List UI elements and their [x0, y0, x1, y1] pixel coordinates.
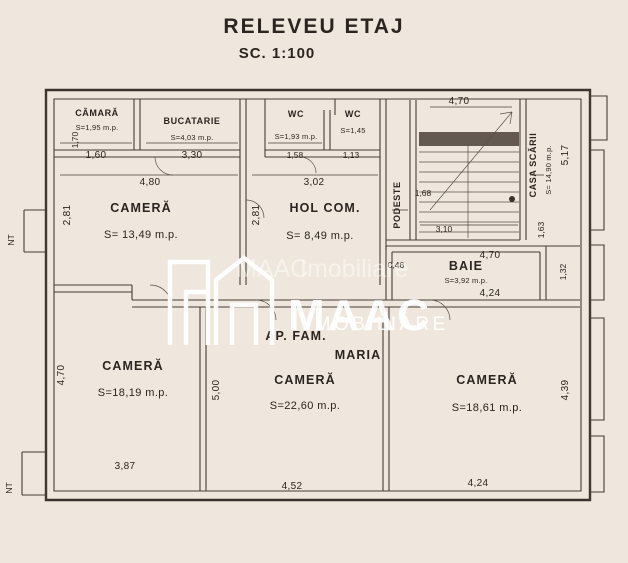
room-camara-name: CĂMARĂ [75, 108, 119, 118]
dim-452: 4,52 [282, 481, 303, 492]
dim-470-left: 4,70 [56, 365, 67, 386]
dim-424-bottom: 4,24 [468, 478, 489, 489]
room-bucatarie-name: BUCATARIE [163, 116, 220, 126]
room-camera4-name: CAMERĂ [456, 372, 517, 387]
room-camera4-area: S=18,61 m.p. [452, 402, 523, 414]
room-holcom-area: S= 8,49 m.p. [286, 230, 353, 242]
dim-281-mid: 2,81 [251, 205, 262, 226]
room-wc2-name: WC [345, 109, 361, 119]
room-apfam-name: AP. FAM. [265, 329, 326, 343]
annotations: NT NT [4, 234, 16, 493]
dim-158: 1,58 [287, 150, 304, 160]
room-casascarii-name: CASA SCĂRII [528, 133, 538, 198]
room-camera1-area: S= 13,49 m.p. [104, 229, 178, 241]
dim-160: 1,60 [86, 150, 107, 161]
dim-517: 5,17 [560, 145, 571, 166]
room-maria-name: MARIA [335, 348, 381, 362]
room-baie-name: BAIE [449, 259, 483, 273]
annotation-nt-top: NT [6, 234, 16, 245]
room-wc2-area: S=1,45 [340, 126, 365, 135]
dim-302: 3,02 [304, 177, 325, 188]
dim-330: 3,30 [182, 150, 203, 161]
dim-170: 1,70 [70, 131, 80, 148]
dim-310: 3,10 [436, 224, 453, 234]
room-wc1-area: S=1,93 m.p. [275, 132, 318, 141]
room-podeste-name: PODESTE [392, 181, 402, 228]
dim-046: 0,46 [388, 260, 405, 270]
room-camera3-name: CAMERĂ [274, 372, 335, 387]
building-outline [44, 88, 592, 502]
room-casascarii-area: S= 14,90 m.p. [544, 145, 553, 195]
room-labels: CĂMARĂ S=1,95 m.p. BUCATARIE S=4,03 m.p.… [75, 108, 553, 414]
dim-132: 1,32 [558, 263, 568, 280]
staircase [419, 111, 519, 238]
dim-281-left: 2,81 [62, 205, 73, 226]
dim-480: 4,80 [140, 177, 161, 188]
interior-walls [54, 99, 580, 491]
dim-439: 4,39 [560, 380, 571, 401]
dim-470-top: 4,70 [449, 96, 470, 107]
dim-500: 5,00 [211, 380, 222, 401]
room-holcom-name: HOL COM. [289, 201, 360, 215]
room-camera1-name: CAMERĂ [110, 200, 171, 215]
annotation-nt-bottom: NT [4, 482, 14, 493]
room-camera2-name: CAMERĂ [102, 358, 163, 373]
dim-470-baie: 4,70 [480, 250, 501, 261]
plan-title: RELEVEU ETAJ [223, 15, 404, 38]
exterior-projections [21, 95, 608, 496]
plan-scale: SC. 1:100 [239, 45, 316, 62]
dim-113: 1,13 [343, 150, 360, 160]
room-baie-area: S=3,92 m.p. [445, 276, 488, 285]
room-camera3-area: S=22,60 m.p. [270, 400, 341, 412]
dim-163: 1,63 [536, 221, 546, 238]
room-bucatarie-area: S=4,03 m.p. [171, 133, 214, 142]
dim-424-baie: 4,24 [480, 288, 501, 299]
room-wc1-name: WC [288, 109, 304, 119]
dimension-lines-top [60, 106, 544, 226]
dim-168: 1,68 [415, 188, 432, 198]
room-camara-area: S=1,95 m.p. [76, 123, 119, 132]
dim-387: 3,87 [115, 461, 136, 472]
room-camera2-area: S=18,19 m.p. [98, 387, 169, 399]
dimension-labels: 1,70 1,60 3,30 1,58 1,13 4,70 4,80 3,02 … [56, 96, 571, 492]
